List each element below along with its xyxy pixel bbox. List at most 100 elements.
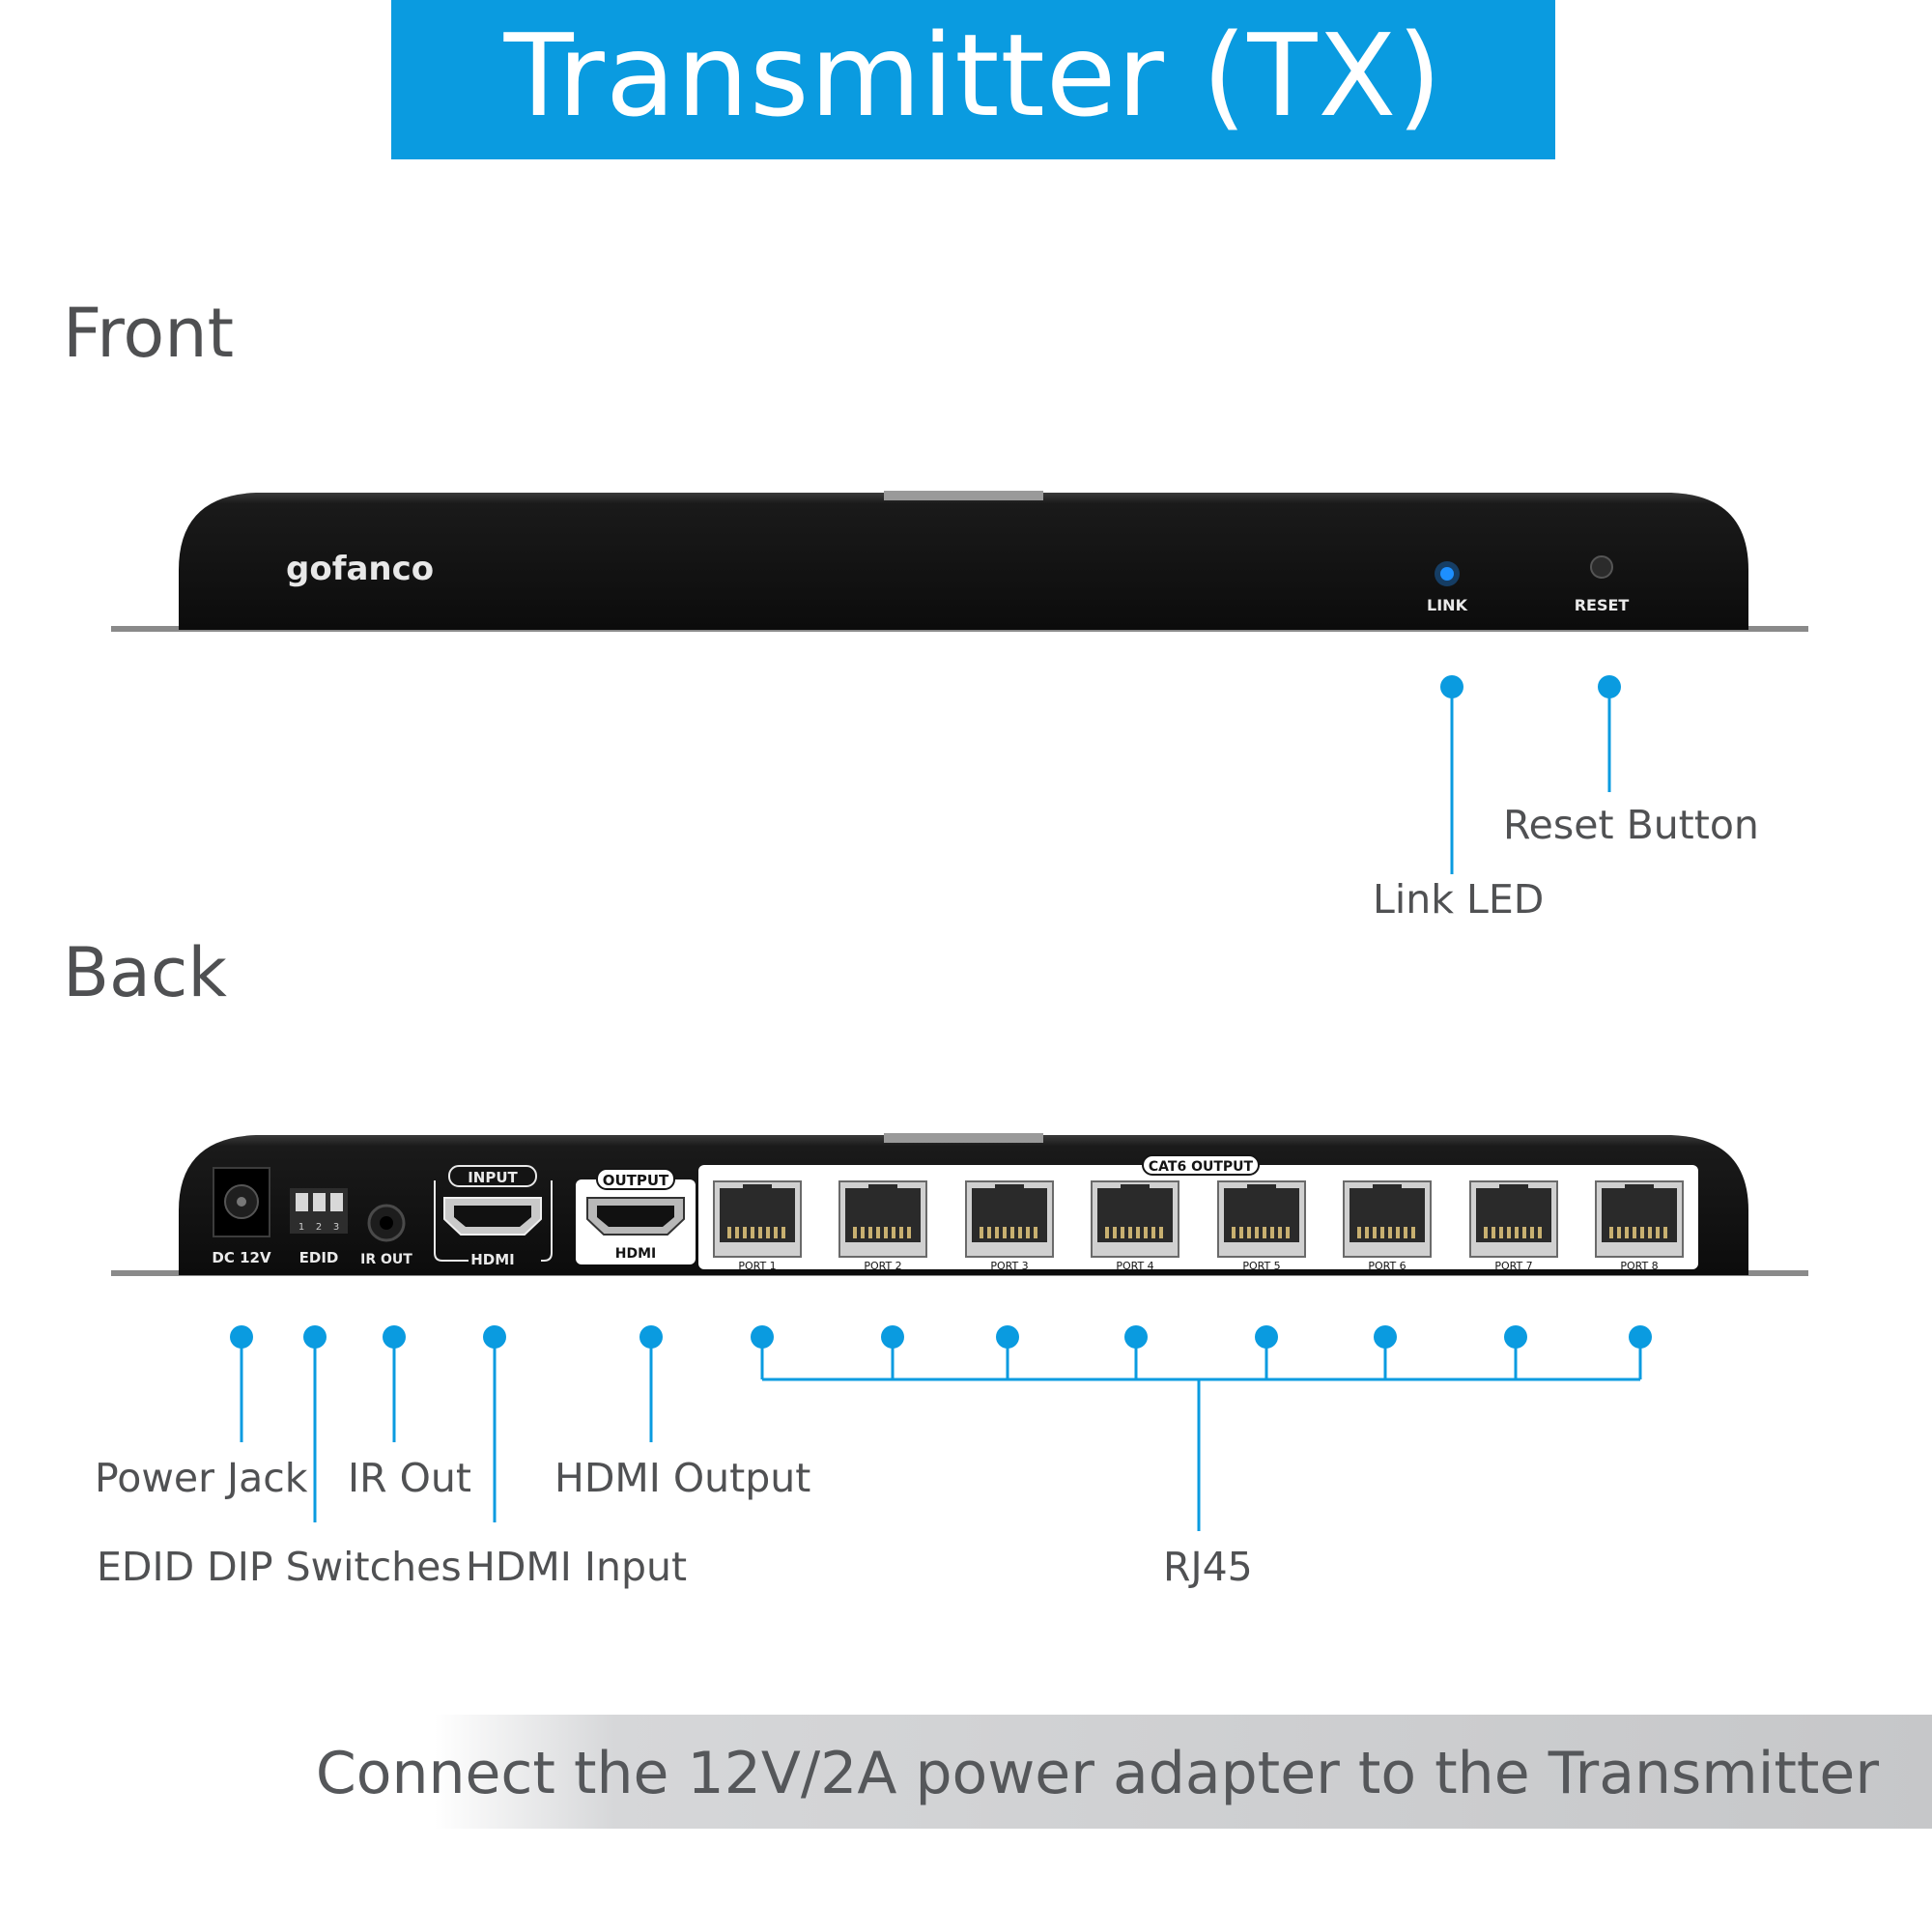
rj45-pin <box>899 1227 903 1238</box>
hdmi-input-callout-label: HDMI Input <box>466 1544 688 1590</box>
back-device: DC 12V 1 2 3 EDID IR OUT INPUT HDMI OUTP… <box>111 1133 1808 1276</box>
rj45-pin <box>1609 1227 1613 1238</box>
rj45-pin <box>1538 1227 1542 1238</box>
dip-number-1: 1 <box>298 1222 304 1233</box>
rj45-port[interactable]: PORT 8 <box>1595 1180 1684 1272</box>
ir-label: IR OUT <box>360 1252 412 1267</box>
rj45-port-latch <box>868 1184 897 1192</box>
footer-text: Connect the 12V/2A power adapter to the … <box>315 1740 1879 1807</box>
hdmi-input-frame-right <box>541 1180 553 1262</box>
rj45-callout-label: RJ45 <box>1163 1544 1253 1590</box>
hdmi-output-tag <box>596 1168 675 1190</box>
link-led-glow <box>1435 561 1460 586</box>
rj45-pin <box>727 1227 731 1238</box>
rj45-pin <box>1003 1227 1007 1238</box>
back-top-seam <box>884 1133 1043 1143</box>
hdmi-input-tag <box>448 1165 537 1187</box>
rj45-pin <box>1640 1227 1644 1238</box>
front-top-seam <box>884 491 1043 500</box>
rj45-port[interactable]: PORT 2 <box>838 1180 927 1272</box>
reset-label: RESET <box>1575 596 1630 614</box>
rj45-pin <box>774 1227 778 1238</box>
rj45-pin <box>980 1227 983 1238</box>
rj45-port[interactable]: PORT 5 <box>1217 1180 1306 1272</box>
reset-button-icon[interactable] <box>1590 555 1613 579</box>
rj45-pin <box>1010 1227 1014 1238</box>
dip-switch-1[interactable] <box>296 1193 308 1211</box>
dip-switch-3[interactable] <box>330 1193 343 1211</box>
rj45-pin <box>1515 1227 1519 1238</box>
rj45-pin <box>1263 1227 1266 1238</box>
rj45-port[interactable]: PORT 7 <box>1469 1180 1558 1272</box>
rj45-port-latch <box>1625 1184 1654 1192</box>
rj45-port[interactable]: PORT 4 <box>1091 1180 1179 1272</box>
hdmi-input-tag-text: INPUT <box>468 1169 518 1186</box>
rj45-pin <box>1270 1227 1274 1238</box>
cat6-output-panel <box>698 1165 1698 1269</box>
rj45-pin <box>758 1227 762 1238</box>
hdmi-input-label: HDMI <box>470 1251 515 1268</box>
rj45-pin <box>1018 1227 1022 1238</box>
rj45-pin <box>1247 1227 1251 1238</box>
rj45-pin <box>766 1227 770 1238</box>
rj45-pin <box>781 1227 785 1238</box>
rj45-pin <box>1278 1227 1282 1238</box>
rj45-pin <box>1136 1227 1140 1238</box>
rj45-port[interactable]: PORT 1 <box>713 1180 802 1272</box>
footer-bar: Connect the 12V/2A power adapter to the … <box>316 1715 1932 1829</box>
rj45-pin <box>743 1227 747 1238</box>
rj45-pin <box>1411 1227 1415 1238</box>
link-led-icon <box>1440 567 1454 581</box>
rj45-pin <box>907 1227 911 1238</box>
front-device: gofanco LINK RESET <box>111 491 1808 632</box>
front-section-label: Front <box>63 294 235 373</box>
rj45-pin <box>1159 1227 1163 1238</box>
rj45-pin <box>1663 1227 1667 1238</box>
rj45-pin <box>1113 1227 1117 1238</box>
rj45-pin <box>1492 1227 1495 1238</box>
back-callouts <box>230 1325 1652 1531</box>
hdmi-input-frame-left <box>434 1180 469 1262</box>
rj45-pin <box>1388 1227 1392 1238</box>
front-chassis <box>179 493 1748 630</box>
rj45-port-label: PORT 3 <box>990 1260 1028 1272</box>
rj45-pin <box>1633 1227 1636 1238</box>
rj45-pin <box>1255 1227 1259 1238</box>
rj45-port-label: PORT 7 <box>1494 1260 1532 1272</box>
rj45-port-label: PORT 2 <box>864 1260 901 1272</box>
dip-switch-2[interactable] <box>313 1193 326 1211</box>
title-banner: Transmitter (TX) <box>391 0 1555 159</box>
rj45-pin <box>1121 1227 1124 1238</box>
rj45-pin <box>1026 1227 1030 1238</box>
rj45-port-label: PORT 8 <box>1620 1260 1658 1272</box>
dip-number-2: 2 <box>316 1222 322 1233</box>
hdmi-output-label: HDMI <box>615 1246 656 1262</box>
rj45-pin <box>987 1227 991 1238</box>
hdmi-input-port-cavity <box>454 1206 531 1227</box>
rj45-pin <box>1286 1227 1290 1238</box>
rj45-port[interactable]: PORT 6 <box>1343 1180 1432 1272</box>
rj45-port-latch <box>1247 1184 1276 1192</box>
rj45-pin <box>1373 1227 1377 1238</box>
rj45-pin <box>1522 1227 1526 1238</box>
rj45-port-latch <box>1373 1184 1402 1192</box>
rj45-port[interactable]: PORT 3 <box>965 1180 1054 1272</box>
rj45-port-latch <box>1499 1184 1528 1192</box>
link-led-callout-label: Link LED <box>1373 876 1545 923</box>
rj45-pin <box>1151 1227 1155 1238</box>
rj45-pin <box>1239 1227 1243 1238</box>
back-section-label: Back <box>63 933 227 1012</box>
rj45-pin <box>892 1227 895 1238</box>
hdmi-output-port-cavity <box>597 1206 674 1227</box>
rj45-pin <box>1404 1227 1407 1238</box>
rj45-pin <box>1232 1227 1236 1238</box>
page-title: Transmitter (TX) <box>503 8 1443 142</box>
rj45-pin <box>735 1227 739 1238</box>
ir-jack-hole <box>380 1216 393 1230</box>
hdmi-output-callout-label: HDMI Output <box>554 1455 811 1501</box>
rj45-pin <box>1656 1227 1660 1238</box>
rj45-pin <box>861 1227 865 1238</box>
dc-jack-pin <box>237 1197 246 1207</box>
link-label: LINK <box>1427 596 1468 614</box>
